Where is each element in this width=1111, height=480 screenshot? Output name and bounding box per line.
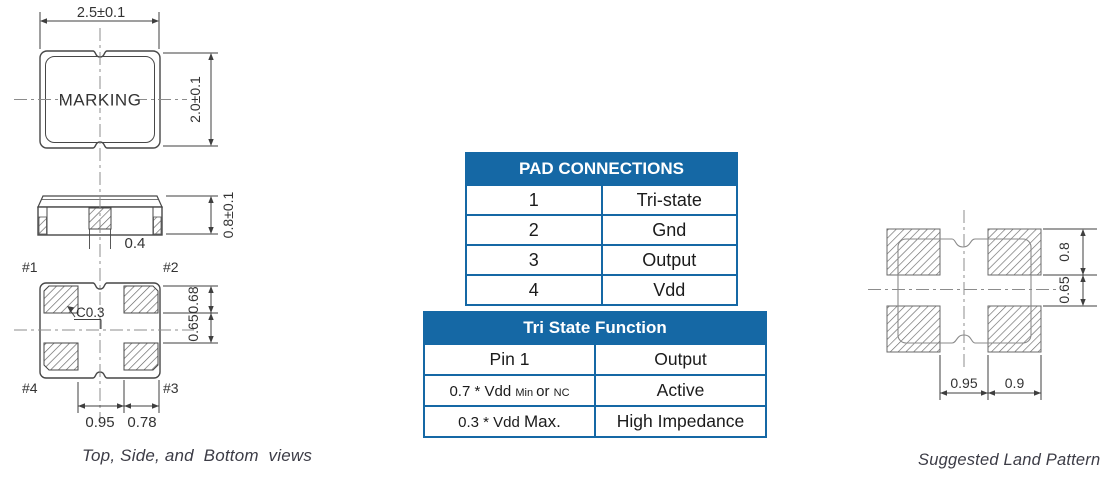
tri-output: High Impedance	[594, 405, 767, 438]
land-dim-right	[1043, 228, 1097, 307]
table-row: Pin 1 Output	[423, 343, 767, 376]
land-dim-label-pad-spacing: 0.95	[950, 375, 977, 391]
land-pad-1	[886, 228, 941, 276]
arrowhead	[1080, 275, 1086, 282]
land-dim-label-pad-height: 0.8	[1056, 242, 1072, 262]
land-pad-3	[987, 305, 1042, 353]
arrowhead	[124, 403, 131, 409]
table-row: 0.3 * Vdd Max. High Impedance	[423, 405, 767, 438]
chamfer-callout: C0.3	[67, 305, 105, 329]
arrowhead	[152, 403, 159, 409]
arrowhead	[1080, 229, 1086, 236]
dim-label-pad-spacing: 0.95	[85, 414, 114, 431]
pin-label-1: #1	[22, 259, 38, 275]
condition-main: 0.3 * Vdd	[458, 414, 525, 431]
land-pattern-caption: Suggested Land Pattern	[918, 451, 1101, 469]
arrowhead	[117, 403, 124, 409]
bottom-pad-2	[123, 285, 159, 314]
arrowhead	[208, 313, 214, 320]
dim-label-pad-height: 0.68	[185, 286, 201, 313]
table-row: 3 Output	[465, 244, 738, 276]
arrowhead	[1080, 268, 1086, 275]
arrowhead	[208, 196, 214, 203]
dim-label-chamfer: C0.3	[76, 305, 105, 320]
dim-label-side-height: 0.8±0.1	[220, 191, 236, 238]
table-row: 2 Gnd	[465, 214, 738, 246]
land-pad-4	[886, 305, 941, 353]
pin-label-3: #3	[163, 380, 179, 396]
arrowhead	[981, 390, 988, 396]
tri-condition: 0.3 * Vdd Max.	[423, 405, 596, 438]
side-view-right-pad	[153, 216, 162, 235]
condition-max: Max.	[524, 412, 561, 431]
dim-label-top-width: 2.5±0.1	[77, 5, 125, 21]
marking-text: MARKING	[59, 91, 142, 110]
marking-backplate	[64, 91, 136, 108]
dim-label-top-height: 2.0±0.1	[187, 76, 203, 123]
tri-state-function-table: Tri State Function Pin 1 Output 0.7 * Vd…	[423, 311, 767, 438]
tri-condition: 0.7 * Vdd Min or NC	[423, 374, 596, 407]
pad-table-title: PAD CONNECTIONS	[465, 152, 738, 186]
dim-bottom-right	[163, 285, 218, 344]
land-package-outline	[897, 238, 1032, 344]
pad-function: Vdd	[600, 274, 738, 306]
arrowhead	[208, 227, 214, 234]
condition-nc: NC	[553, 387, 570, 399]
land-dim-label-pad-gap: 0.65	[1056, 276, 1072, 303]
package-views-drawing: 2.5±0.1 2.0±0.1 MARKING 0.8±0.1 0.4 #1 #…	[14, 5, 236, 431]
side-view	[37, 195, 163, 249]
land-center-lines	[868, 210, 1058, 367]
land-dim-label-pad-width: 0.9	[1005, 375, 1025, 391]
condition-sub: Min	[515, 387, 537, 399]
table-row: 0.7 * Vdd Min or NC Active	[423, 374, 767, 407]
dim-label-pad-gap: 0.65	[185, 314, 201, 341]
land-pads	[886, 228, 1042, 353]
arrowhead	[78, 403, 85, 409]
arrowhead	[1080, 299, 1086, 306]
tri-table-title: Tri State Function	[423, 311, 767, 345]
condition-or: or	[536, 383, 554, 400]
arrowhead	[208, 286, 214, 293]
pad-function: Output	[600, 244, 738, 276]
bottom-pad-1	[43, 285, 79, 314]
condition-main: 0.7 * Vdd	[449, 383, 516, 400]
tri-output: Active	[594, 374, 767, 407]
arrowhead	[208, 139, 214, 146]
table-row: 1 Tri-state	[465, 184, 738, 216]
pad-number: 3	[465, 244, 603, 276]
pad-connections-table: PAD CONNECTIONS 1 Tri-state 2 Gnd 3 Outp…	[465, 152, 738, 306]
dim-label-center-pad: 0.4	[125, 235, 146, 252]
bottom-pad-3	[123, 342, 159, 371]
side-view-left-pad	[38, 216, 47, 235]
arrowhead	[152, 18, 159, 24]
arrowhead	[1034, 390, 1041, 396]
bottom-pad-4	[43, 342, 79, 371]
land-pattern-drawing: 0.8 0.65 0.95 0.9	[868, 210, 1097, 400]
arrowhead	[40, 18, 47, 24]
pin-label-4: #4	[22, 380, 38, 396]
pad-number: 2	[465, 214, 603, 246]
arrowhead	[208, 336, 214, 343]
tri-col2-header: Output	[594, 343, 767, 376]
tri-col1-header: Pin 1	[423, 343, 596, 376]
pad-function: Tri-state	[600, 184, 738, 216]
dim-label-pad-width: 0.78	[127, 414, 156, 431]
pad-function: Gnd	[600, 214, 738, 246]
arrowhead	[940, 390, 947, 396]
arrowhead	[208, 53, 214, 60]
dim-top-width	[39, 12, 160, 49]
arrowhead	[67, 306, 75, 313]
arrowhead	[988, 390, 995, 396]
arrowhead	[208, 306, 214, 313]
dim-top-height	[163, 52, 218, 147]
pad-number: 1	[465, 184, 603, 216]
land-pad-2	[987, 228, 1042, 276]
views-caption: Top, Side, and Bottom views	[82, 446, 313, 465]
pin-label-2: #2	[163, 259, 179, 275]
table-row: 4 Vdd	[465, 274, 738, 306]
pad-number: 4	[465, 274, 603, 306]
